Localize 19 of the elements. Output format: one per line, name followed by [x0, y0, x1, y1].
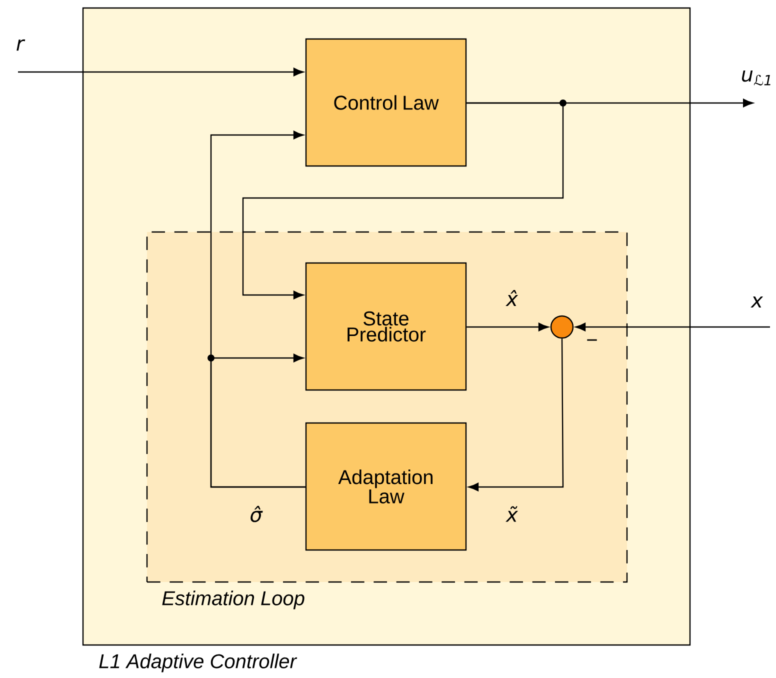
signal-label: x — [750, 296, 764, 308]
signal-label: x̃ — [506, 506, 518, 522]
summing-junction — [550, 315, 574, 339]
adaptation-law-box: Adaptation Law — [305, 422, 467, 551]
state-predictor-box: State Predictor — [305, 262, 467, 391]
arrow — [468, 338, 564, 492]
signal-label: σ̂ — [250, 506, 263, 522]
arrow — [466, 322, 549, 332]
control-law-box: Control Law — [305, 38, 467, 167]
arrow — [210, 354, 306, 488]
node-label: Estimation Loop — [162, 590, 304, 610]
signal-label: u$_{ℒ1}$ — [742, 70, 770, 86]
arrow — [18, 68, 304, 76]
signal-label: r — [16, 39, 26, 51]
node-label: L1 Adaptive Controller — [99, 654, 298, 672]
sign-label: − — [587, 339, 597, 341]
arrow — [242, 102, 564, 300]
signal-label: x̂ — [506, 290, 518, 306]
arrow — [575, 322, 770, 332]
